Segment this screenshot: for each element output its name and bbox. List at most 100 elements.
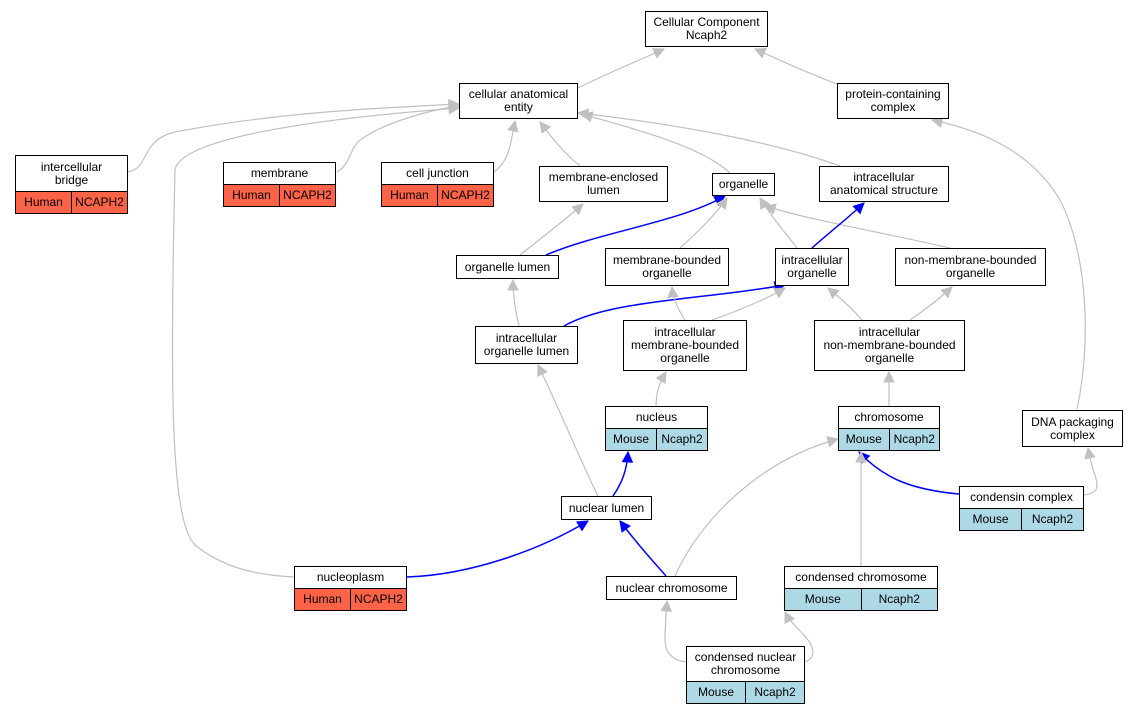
annotation-row: Mouse Ncaph2: [785, 588, 937, 610]
edge-iol-io: [563, 284, 786, 327]
node-label: organelle: [718, 177, 769, 191]
node-chromosome[interactable]: chromosome Mouse Ncaph2: [838, 406, 940, 451]
node-condensed-nuclear-chromosome[interactable]: condensed nuclear chromosome Mouse Ncaph…: [686, 646, 805, 704]
node-membrane-bounded-organelle[interactable]: membrane-bounded organelle: [605, 248, 729, 286]
node-label: membrane: [250, 166, 309, 180]
edge-nuc-imbo-arrowhead: [655, 371, 667, 384]
edge-mem-cae: [336, 105, 460, 173]
edge-ib-cae: [127, 103, 460, 173]
edge-ol-org: [545, 195, 726, 256]
node-label: cell junction: [406, 166, 469, 180]
edge-iol-ol-arrowhead: [507, 278, 519, 291]
node-label: membrane-bounded organelle: [612, 253, 722, 280]
node-label: protein-containing complex: [845, 87, 941, 114]
edge-nmbo-org-arrowhead: [763, 203, 777, 215]
node-organelle[interactable]: organelle: [712, 173, 775, 196]
gene-cell: NCAPH2: [437, 185, 493, 206]
edge-np-cae-arrowhead: [448, 102, 461, 115]
edge-cae-cc-arrowhead: [652, 48, 666, 59]
node-cellular-anatomical-entity[interactable]: cellular anatomical entity: [459, 83, 578, 119]
node-label: nucleus: [635, 410, 678, 424]
edge-mel-cae-arrowhead: [539, 121, 551, 134]
edge-cnchr-cchr-arrowhead: [784, 611, 795, 624]
node-label: membrane-enclosed lumen: [548, 170, 659, 197]
edge-np-nl: [406, 520, 589, 578]
node-intracellular-anatomical-structure[interactable]: intracellular anatomical structure: [819, 166, 949, 202]
node-label: intracellular anatomical structure: [829, 170, 939, 197]
node-organelle-lumen[interactable]: organelle lumen: [456, 255, 559, 279]
node-cell-junction[interactable]: cell junction Human NCAPH2: [381, 162, 494, 207]
gene-cell: Ncaph2: [860, 589, 938, 610]
edge-nchr-nl-arrowhead: [619, 520, 631, 533]
node-membrane[interactable]: membrane Human NCAPH2: [223, 162, 336, 207]
gene-cell: Ncaph2: [656, 429, 707, 450]
node-label: Cellular Component Ncaph2: [653, 15, 760, 42]
node-nucleus[interactable]: nucleus Mouse Ncaph2: [605, 406, 708, 451]
species-cell: Mouse: [972, 512, 1009, 526]
annotation-row: Mouse Ncaph2: [606, 428, 707, 450]
node-label: organelle lumen: [464, 259, 551, 274]
node-dna-packaging-complex[interactable]: DNA packaging complex: [1022, 410, 1123, 447]
edge-cnchr-nchr: [664, 600, 687, 663]
node-intracellular-membrane-bounded-organelle[interactable]: intracellular membrane-bounded organelle: [623, 320, 747, 371]
node-label: intracellular non-membrane-bounded organ…: [823, 325, 956, 365]
node-membrane-enclosed-lumen[interactable]: membrane-enclosed lumen: [539, 166, 668, 202]
edge-nl-nuc-arrowhead: [621, 450, 634, 463]
node-intracellular-organelle-lumen[interactable]: intracellular organelle lumen: [475, 326, 578, 364]
gene-cell: Ncaph2: [1021, 509, 1083, 530]
edge-nchr-chr-arrowhead: [826, 436, 840, 448]
node-nuclear-chromosome[interactable]: nuclear chromosome: [606, 576, 737, 600]
edge-chr-inmbo-arrowhead: [883, 370, 895, 383]
annotation-row: Mouse Ncaph2: [839, 428, 939, 450]
node-condensed-chromosome[interactable]: condensed chromosome Mouse Ncaph2: [784, 566, 938, 611]
node-intracellular-non-membrane-bounded-organelle[interactable]: intracellular non-membrane-bounded organ…: [814, 320, 965, 371]
node-label: intracellular organelle lumen: [483, 331, 570, 358]
node-cellular-component[interactable]: Cellular Component Ncaph2: [645, 11, 768, 47]
node-label: condensin complex: [970, 490, 1073, 504]
edge-ias-cae: [577, 112, 841, 167]
edge-org-cae: [581, 113, 731, 174]
node-condensin-complex[interactable]: condensin complex Mouse Ncaph2: [959, 486, 1084, 531]
annotation-row: Mouse Ncaph2: [687, 681, 804, 703]
edge-cpx-dpc-arrowhead: [1084, 446, 1096, 460]
node-protein-containing-complex[interactable]: protein-containing complex: [837, 83, 949, 119]
edge-nchr-nl: [619, 520, 667, 577]
node-nuclear-lumen[interactable]: nuclear lumen: [561, 496, 652, 520]
annotation-row: Human NCAPH2: [382, 184, 493, 206]
edge-nmbo-org: [764, 205, 951, 249]
annotation-row: Human NCAPH2: [224, 184, 335, 206]
node-label: DNA packaging complex: [1031, 414, 1114, 442]
node-nucleoplasm[interactable]: nucleoplasm Human NCAPH2: [294, 566, 407, 611]
edge-imbo-io: [711, 287, 786, 321]
gene-cell: NCAPH2: [350, 589, 406, 610]
species-cell: Human: [303, 592, 342, 606]
edge-cj-cae-arrowhead: [507, 119, 519, 133]
species-cell: Human: [232, 188, 271, 202]
edge-imbo-mbo-arrowhead: [667, 285, 679, 298]
gene-cell: NCAPH2: [279, 185, 335, 206]
edge-ol-mel-arrowhead: [571, 203, 584, 216]
species-cell: Mouse: [612, 432, 650, 446]
edge-inmbo-io-arrowhead: [827, 287, 840, 300]
node-label: nucleoplasm: [316, 570, 385, 584]
node-label: nuclear chromosome: [615, 580, 728, 595]
edge-pcc-cc: [754, 48, 838, 85]
node-non-membrane-bounded-organelle[interactable]: non-membrane-bounded organelle: [895, 248, 1046, 286]
species-cell: Mouse: [697, 685, 735, 699]
edge-cpx-chr: [858, 451, 960, 495]
edge-nchr-chr: [674, 438, 839, 577]
gene-cell: NCAPH2: [71, 192, 127, 213]
node-intercellular-bridge[interactable]: intercellular bridge Human NCAPH2: [15, 155, 128, 214]
node-label: non-membrane-bounded organelle: [904, 253, 1037, 280]
annotation-row: Human NCAPH2: [295, 588, 406, 610]
node-intracellular-organelle[interactable]: intracellular organelle: [775, 248, 849, 286]
edge-cae-cc: [577, 48, 665, 89]
edge-imbo-io-arrowhead: [773, 287, 786, 299]
species-cell: Mouse: [804, 592, 841, 606]
edge-cchr-chr-arrowhead: [855, 450, 867, 463]
edge-mbo-org-arrowhead: [716, 197, 728, 210]
edge-ol-mel: [519, 203, 584, 256]
edge-io-ias-arrowhead: [852, 202, 865, 215]
edge-np-nl-arrowhead: [576, 520, 589, 532]
